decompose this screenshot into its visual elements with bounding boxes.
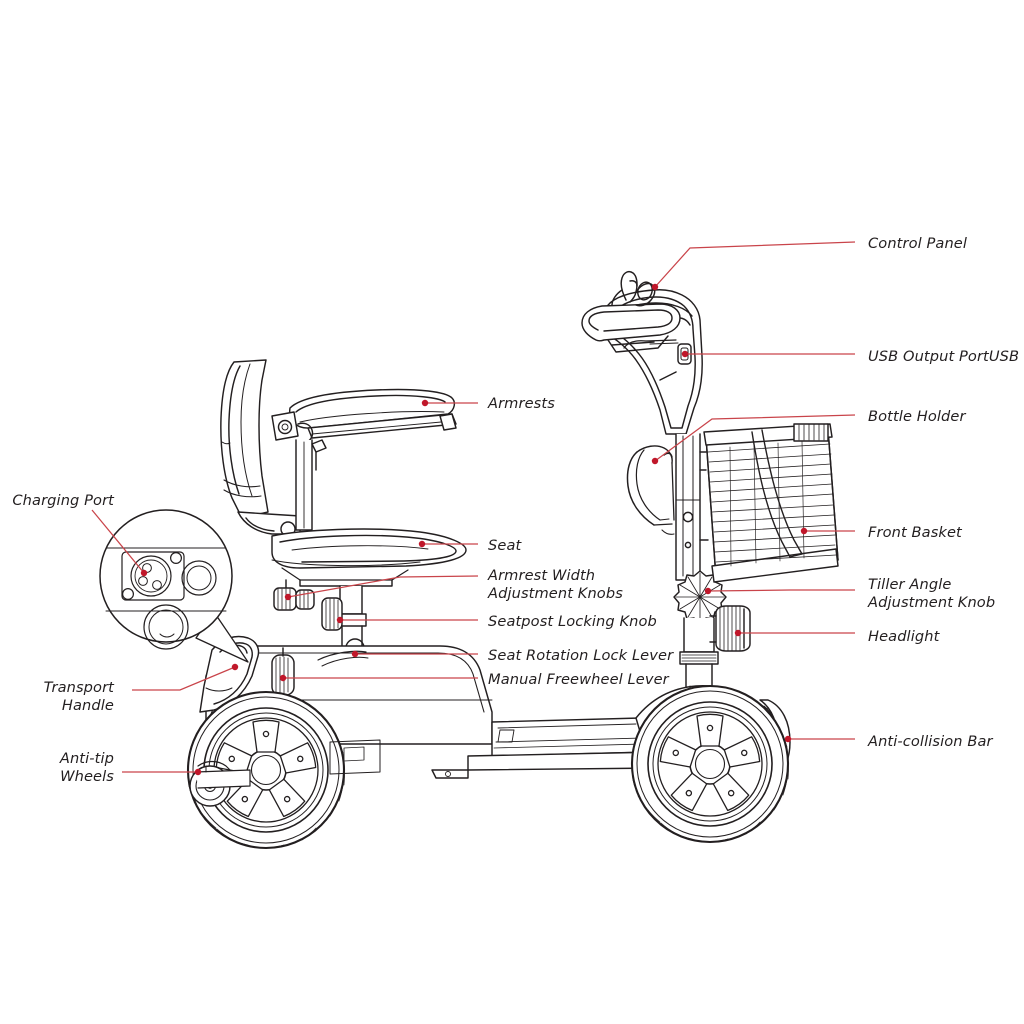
callout-dot-seatpost-locking-knob: [336, 616, 344, 624]
callout-label-bottle-holder: Bottle Holder: [868, 408, 966, 425]
callout-dot-control-panel: [651, 283, 659, 291]
callout-dot-front-basket: [800, 527, 808, 535]
callout-dot-armrest-width-adjustment-knobs: [284, 593, 292, 601]
callout-label-transport-handle: Transport Handle: [43, 679, 114, 714]
callout-leader-charging-port: [91, 509, 145, 574]
callout-label-charging-port: Charging Port: [12, 492, 114, 509]
callout-dot-armrests: [421, 399, 429, 407]
callout-dot-transport-handle: [231, 663, 239, 671]
callout-leader-control-panel: [654, 241, 856, 288]
callout-dot-anti-collision-bar: [784, 735, 792, 743]
callout-dot-tiller-angle-adjustment-knob: [704, 587, 712, 595]
callout-label-control-panel: Control Panel: [868, 235, 968, 252]
callout-label-manual-freewheel-lever: Manual Freewheel Lever: [488, 671, 669, 688]
callout-leader-tiller-angle-adjustment-knob: [707, 589, 855, 592]
callout-dot-charging-port: [140, 569, 148, 577]
callout-label-seat: Seat: [488, 537, 522, 554]
callout-label-seatpost-locking-knob: Seatpost Locking Knob: [488, 613, 657, 630]
callout-dot-seat: [418, 540, 426, 548]
callout-label-armrests: Armrests: [488, 395, 555, 412]
callout-label-front-basket: Front Basket: [868, 524, 962, 541]
callout-leader-bottle-holder: [654, 414, 856, 462]
callout-label-tiller-angle-adjustment-knob: Tiller Angle Adjustment Knob: [868, 576, 996, 611]
callout-dot-anti-tip-wheels: [194, 768, 202, 776]
callout-dot-bottle-holder: [651, 457, 659, 465]
callout-label-headlight: Headlight: [868, 628, 940, 645]
callout-label-anti-tip-wheels: Anti-tip Wheels: [59, 750, 114, 785]
callout-leader-transport-handle: [132, 666, 236, 691]
callout-label-anti-collision-bar: Anti-collision Bar: [868, 733, 993, 750]
callout-label-armrest-width-adjustment-knobs: Armrest Width Adjustment Knobs: [488, 567, 623, 602]
callout-dot-usb-output-port: [681, 350, 689, 358]
callout-label-seat-rotation-lock-lever: Seat Rotation Lock Lever: [488, 647, 674, 664]
callout-leader-armrest-width-adjustment-knobs: [287, 575, 479, 598]
callout-label-usb-output-port: USB Output PortUSB: [868, 348, 1020, 365]
callout-dot-manual-freewheel-lever: [279, 674, 287, 682]
callout-dot-seat-rotation-lock-lever: [351, 650, 359, 658]
callout-dot-headlight: [734, 629, 742, 637]
